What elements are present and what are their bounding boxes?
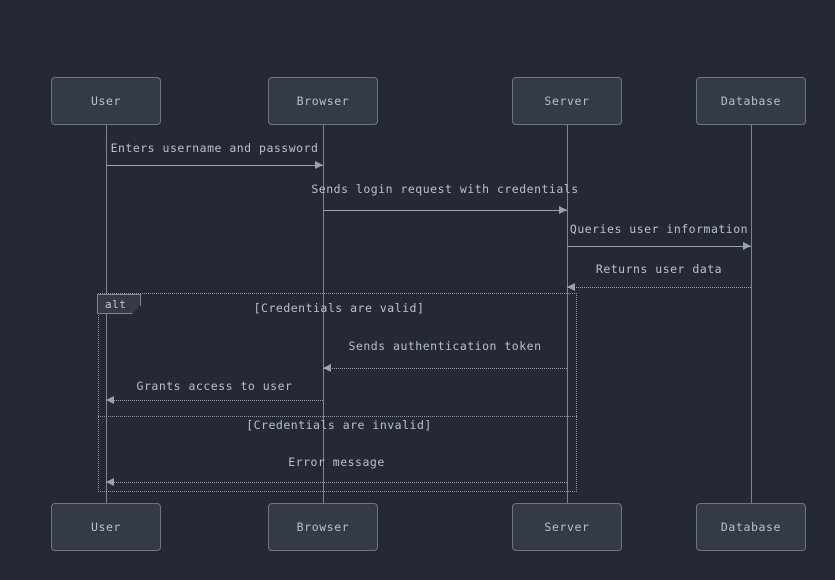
alt-fragment-operator-label: alt <box>105 297 127 311</box>
message-label: Sends authentication token <box>348 339 542 353</box>
message-label: Sends login request with credentials <box>311 182 579 196</box>
participant-box-server-bottom[interactable]: Server <box>512 503 622 551</box>
participant-label: Browser <box>296 94 350 108</box>
message-arrowhead <box>106 396 114 404</box>
message-arrowhead <box>323 364 331 372</box>
message-line <box>106 165 323 166</box>
message-arrowhead <box>743 242 751 250</box>
participant-label: User <box>90 520 122 534</box>
message-arrowhead <box>106 478 114 486</box>
participant-box-user-top[interactable]: User <box>51 77 161 125</box>
alt-fragment-operator-tab: alt <box>97 294 142 314</box>
participant-box-browser-bottom[interactable]: Browser <box>268 503 378 551</box>
lifeline-browser <box>323 125 324 503</box>
participant-box-database-top[interactable]: Database <box>696 77 806 125</box>
participant-box-browser-top[interactable]: Browser <box>268 77 378 125</box>
message-label: Returns user data <box>595 262 723 276</box>
participant-label: Browser <box>296 520 350 534</box>
message-line <box>323 210 567 211</box>
message-line <box>567 287 751 288</box>
participant-label: User <box>90 94 122 108</box>
message-line <box>567 246 751 247</box>
participant-box-database-bottom[interactable]: Database <box>696 503 806 551</box>
participant-label: Database <box>720 94 782 108</box>
participant-label: Server <box>544 520 590 534</box>
participant-label: Server <box>544 94 590 108</box>
lifeline-user <box>106 125 107 503</box>
lifeline-database <box>751 125 752 503</box>
participant-box-server-top[interactable]: Server <box>512 77 622 125</box>
alt-fragment-frame <box>98 293 577 492</box>
message-arrowhead <box>567 283 575 291</box>
message-line <box>106 482 567 483</box>
participant-label: Database <box>720 520 782 534</box>
message-label: Error message <box>288 455 385 469</box>
participant-box-user-bottom[interactable]: User <box>51 503 161 551</box>
alt-branch-condition: [Credentials are invalid] <box>246 418 432 432</box>
message-line <box>106 400 323 401</box>
alt-fragment-divider <box>98 416 577 417</box>
alt-branch-condition: [Credentials are valid] <box>253 301 425 315</box>
message-arrowhead <box>315 161 323 169</box>
message-label: Enters username and password <box>110 141 319 155</box>
lifeline-server <box>567 125 568 503</box>
message-label: Queries user information <box>569 222 749 236</box>
message-line <box>323 368 567 369</box>
message-label: Grants access to user <box>136 379 293 393</box>
message-arrowhead <box>559 206 567 214</box>
